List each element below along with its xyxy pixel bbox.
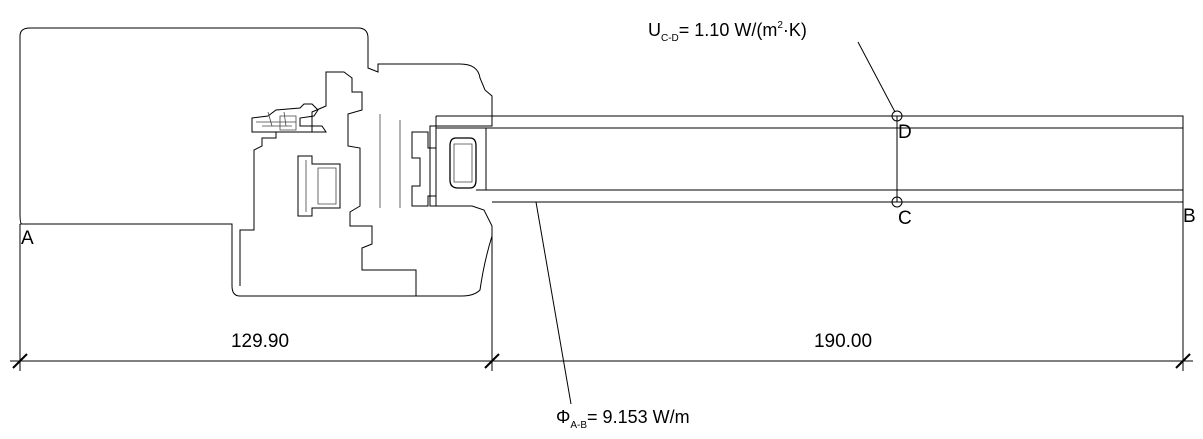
dim-tick-mid (484, 353, 500, 369)
hardware-housing (297, 155, 341, 217)
frame-profile (19, 27, 493, 297)
gasket-channel (251, 103, 327, 133)
dimension-right-value: 190.00 (814, 331, 872, 352)
dimension-left-value: 129.90 (231, 331, 289, 352)
point-label-d: D (898, 122, 912, 143)
dimension-line (10, 202, 1193, 371)
phi-text: = 9.153 W/m (587, 407, 690, 427)
marker-d (891, 110, 903, 122)
u-text-after: ·K) (783, 20, 807, 40)
dim-tick-right (1175, 353, 1191, 369)
phi-leader-line (535, 201, 572, 405)
phi-symbol: Φ (556, 407, 570, 427)
glass-spacer (449, 137, 477, 189)
u-subscript: C-D (661, 33, 679, 44)
u-superscript: 2 (777, 20, 783, 31)
hardware-inner-lines (305, 160, 337, 212)
glazing-unit (435, 115, 1184, 206)
glass-spacer-inner (453, 143, 473, 183)
gasket-detail-lines (256, 111, 296, 127)
glazing-bead (411, 131, 437, 207)
dim-tick-left (12, 353, 28, 369)
frame-outer-outline (19, 27, 493, 297)
point-label-a: A (21, 228, 34, 249)
phi-subscript: A-B (570, 420, 587, 431)
u-symbol: U (648, 20, 661, 40)
bead-inner-line (379, 114, 401, 208)
u-leader-line (857, 41, 896, 113)
point-label-c: C (898, 208, 912, 229)
u-text-before: = 1.10 W/(m (679, 20, 778, 40)
phi-value-annotation: ΦA-B= 9.153 W/m (556, 407, 690, 431)
marker-c (891, 196, 903, 208)
glazing-outer-pane (436, 115, 1184, 203)
u-value-annotation: UC-D= 1.10 W/(m2·K) (648, 20, 807, 44)
sash-outline (239, 71, 417, 296)
gasket-small-block (279, 115, 297, 131)
point-label-b: B (1183, 206, 1196, 227)
